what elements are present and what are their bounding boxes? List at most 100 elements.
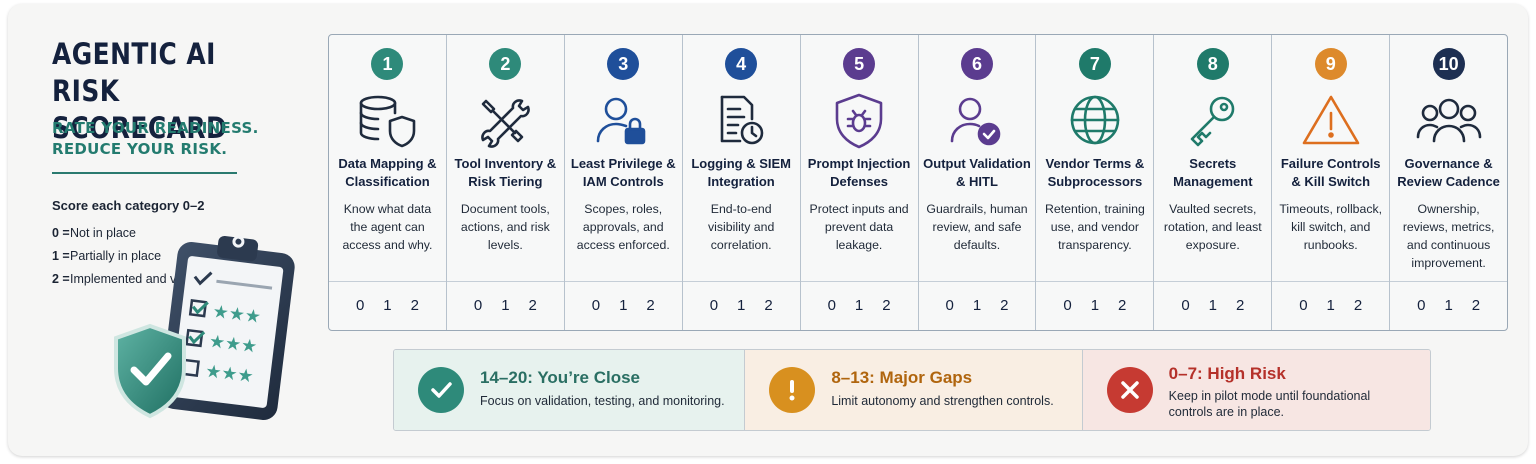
category-title: Governance & Review Cadence: [1397, 156, 1500, 189]
category-title: Tool Inventory & Risk Tiering: [454, 156, 557, 189]
score-option-2[interactable]: 2: [1235, 297, 1245, 314]
score-instruction: Score each category 0–2: [52, 198, 205, 213]
x-icon: [1106, 367, 1153, 413]
band-high-risk: 0–7: High Risk Keep in pilot mode until …: [1082, 350, 1430, 430]
score-option-2[interactable]: 2: [1353, 297, 1363, 314]
score-option-1[interactable]: 1: [737, 297, 746, 314]
score-option-1[interactable]: 1: [501, 297, 510, 314]
legend-value: 2 =: [52, 272, 70, 286]
category-number-badge: 3: [607, 48, 640, 80]
category-title: Failure Controls & Kill Switch: [1280, 156, 1381, 189]
score-option-0[interactable]: 0: [591, 297, 601, 314]
category-column: 1 Data Mapping & Classification Know wha…: [329, 35, 447, 330]
legend-row-0: 0 = Not in place: [52, 225, 212, 241]
column-divider: [1272, 281, 1390, 282]
score-option-1[interactable]: 1: [1326, 297, 1335, 314]
score-options: 0 1 2: [565, 297, 682, 314]
score-option-0[interactable]: 0: [1181, 297, 1190, 314]
score-option-1[interactable]: 1: [972, 297, 982, 314]
category-number-badge: 7: [1078, 48, 1111, 80]
legend-value: 0 =: [52, 226, 70, 240]
legend-value: 1 =: [52, 249, 70, 263]
score-option-1[interactable]: 1: [854, 297, 864, 314]
clipboard-shield-illustration: ★★★ ★★★ ★★★: [114, 235, 295, 420]
score-option-1[interactable]: 1: [1090, 297, 1100, 314]
category-number-badge: 4: [725, 48, 758, 80]
score-option-2[interactable]: 2: [1118, 297, 1127, 314]
score-option-0[interactable]: 0: [1299, 297, 1308, 314]
category-number-badge: 1: [371, 48, 404, 80]
score-options: 0 1 2: [447, 297, 564, 314]
category-column: 2 Tool Inventory & Risk Tiering Document…: [446, 35, 565, 330]
score-option-2[interactable]: 2: [410, 297, 419, 314]
category-description: Scopes, roles, approvals, and access enf…: [576, 202, 670, 252]
score-option-0[interactable]: 0: [709, 297, 719, 314]
score-option-2[interactable]: 2: [646, 297, 655, 314]
score-option-2[interactable]: 2: [764, 297, 773, 314]
band-title: 0–7: High Risk: [1168, 364, 1286, 383]
key-icon: [1190, 96, 1235, 147]
band-title: 14–20: You’re Close: [480, 368, 641, 387]
user-lock-icon: [596, 97, 646, 145]
column-divider: [682, 281, 800, 282]
page-title: AGENTIC AI RISK SCORECARD: [52, 36, 284, 147]
score-option-0[interactable]: 0: [1063, 297, 1072, 314]
divider: [52, 172, 237, 174]
category-description: Ownership, reviews, metrics, and continu…: [1402, 202, 1495, 270]
category-description: Document tools, actions, and risk levels…: [460, 202, 550, 252]
category-description: End-to-end visibility and correlation.: [708, 202, 775, 252]
category-description: Protect inputs and prevent data leakage.: [809, 202, 909, 252]
score-option-2[interactable]: 2: [1471, 297, 1481, 314]
category-column: 4 Logging & SIEM Integration End-to-end …: [682, 35, 801, 330]
category-description: Timeouts, rollback, kill switch, and run…: [1279, 202, 1383, 252]
tools-icon: [481, 99, 531, 148]
category-title: Prompt Injection Defenses: [807, 156, 911, 189]
score-option-2[interactable]: 2: [528, 297, 537, 314]
category-grid: 1 Data Mapping & Classification Know wha…: [328, 34, 1508, 331]
category-title: Logging & SIEM Integration: [691, 156, 791, 189]
bug-shield-icon: [835, 93, 883, 149]
globe-icon: [1070, 95, 1120, 145]
score-option-2[interactable]: 2: [882, 297, 891, 314]
column-divider: [446, 281, 564, 282]
category-title: Least Privilege & IAM Controls: [570, 156, 676, 189]
band-description: Limit autonomy and strengthen controls.: [831, 394, 1054, 408]
band-gaps: 8–13: Major Gaps Limit autonomy and stre…: [745, 350, 1083, 430]
score-option-0[interactable]: 0: [945, 297, 954, 314]
band-title: 8–13: Major Gaps: [831, 368, 973, 387]
title-line-2: SCORECARD: [52, 111, 228, 145]
score-option-2[interactable]: 2: [1000, 297, 1009, 314]
score-options: 0 1 2: [1154, 297, 1271, 314]
score-option-0[interactable]: 0: [355, 297, 365, 314]
category-number-badge: 9: [1314, 48, 1347, 80]
result-bands: 14–20: You’re Close Focus on validation,…: [393, 349, 1431, 431]
category-column: 7 Vendor Terms & Subprocessors Retention…: [1036, 35, 1155, 330]
score-option-1[interactable]: 1: [619, 297, 628, 314]
category-column: 3 Least Privilege & IAM Controls Scopes,…: [564, 35, 683, 330]
category-column: 8 Secrets Management Vaulted secrets, ro…: [1154, 35, 1273, 330]
category-title: Data Mapping & Classification: [338, 156, 437, 189]
band-close: 14–20: You’re Close Focus on validation,…: [394, 350, 746, 430]
score-options: 0 1 2: [801, 297, 918, 314]
title-line-1: AGENTIC AI RISK: [52, 37, 216, 108]
score-options: 0 1 2: [1390, 297, 1507, 314]
column-divider: [1154, 281, 1272, 282]
score-option-1[interactable]: 1: [1444, 297, 1453, 314]
score-option-0[interactable]: 0: [827, 297, 836, 314]
column-divider: [918, 281, 1036, 282]
user-check-icon: [950, 97, 1001, 146]
band-description: Keep in pilot mode until foundational co…: [1168, 389, 1371, 419]
category-number-badge: 6: [960, 48, 993, 80]
score-option-0[interactable]: 0: [1417, 297, 1426, 314]
category-number-badge: 8: [1196, 48, 1229, 80]
score-option-1[interactable]: 1: [383, 297, 392, 314]
database-shield-icon: [360, 95, 416, 148]
score-option-0[interactable]: 0: [473, 297, 483, 314]
team-icon: [1416, 98, 1481, 143]
column-divider: [1036, 281, 1154, 282]
category-title: Secrets Management: [1173, 156, 1253, 189]
subtitle: RATE YOUR READINESS. REDUCE YOUR RISK.: [52, 118, 282, 160]
score-option-1[interactable]: 1: [1208, 297, 1217, 314]
column-divider: [564, 281, 682, 282]
category-description: Retention, training use, and vendor tran…: [1044, 202, 1145, 252]
